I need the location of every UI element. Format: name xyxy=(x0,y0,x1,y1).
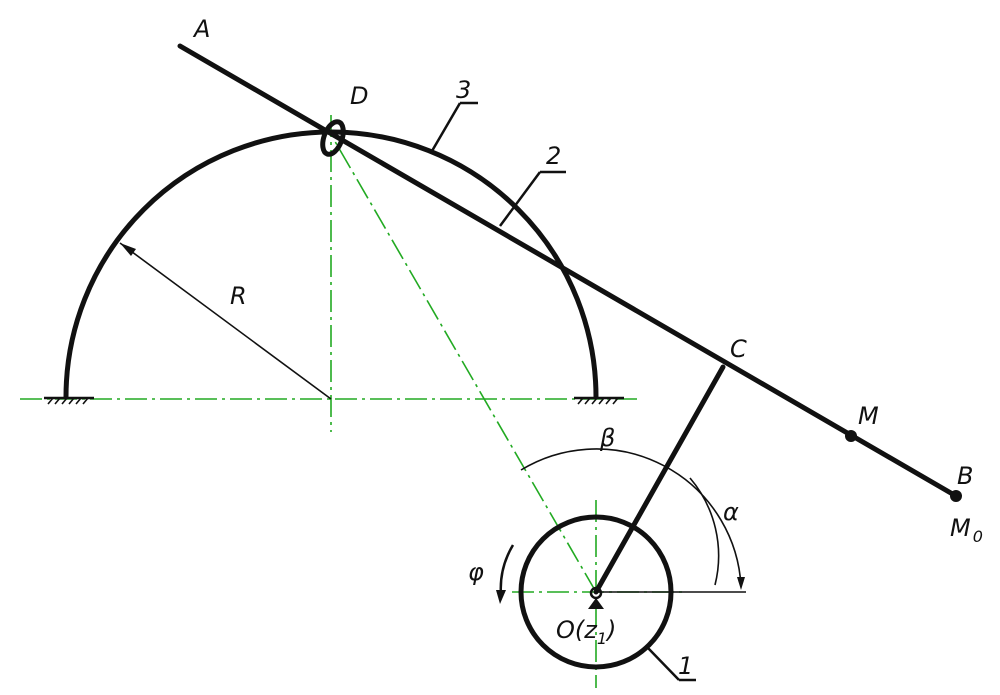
angle-beta-arc xyxy=(520,448,742,587)
label-m0-main: M xyxy=(950,514,971,542)
rotation-phi-arc xyxy=(499,544,515,596)
pivot-o xyxy=(588,586,604,609)
label-beta: β xyxy=(599,424,615,452)
label-1: 1 xyxy=(678,652,693,680)
axis-lines xyxy=(20,115,682,688)
label-o-close: ) xyxy=(605,616,616,644)
label-o-sub: 1 xyxy=(597,629,607,648)
radius-arrowhead xyxy=(120,243,136,256)
angle-alpha-arc xyxy=(689,477,720,586)
radius-line xyxy=(119,242,332,400)
dashed-line-o-to-d xyxy=(332,137,597,593)
ground-support-left xyxy=(44,396,94,405)
label-o-main: O(z xyxy=(556,616,598,644)
label-m0-sub: 0 xyxy=(973,527,983,546)
angle-beta-arrowhead xyxy=(737,577,745,590)
label-2: 2 xyxy=(546,142,561,170)
ring-slider-d xyxy=(320,119,346,157)
label-3: 3 xyxy=(456,76,471,104)
ground-support-right xyxy=(574,396,624,405)
crank-oc xyxy=(593,364,726,595)
label-m: M xyxy=(858,402,879,430)
leader-3 xyxy=(430,101,478,152)
label-o: O(z1) xyxy=(556,616,616,648)
label-alpha: α xyxy=(723,498,739,526)
leader-1 xyxy=(647,647,696,682)
point-m xyxy=(845,430,857,442)
leader-2 xyxy=(498,170,566,227)
rod-ab xyxy=(177,43,959,499)
label-d: D xyxy=(350,82,368,110)
label-r: R xyxy=(230,282,247,310)
label-c: C xyxy=(730,335,747,363)
label-phi: φ xyxy=(468,558,484,586)
rotation-phi-arrowhead xyxy=(496,590,506,604)
label-b: B xyxy=(957,462,973,490)
label-a: A xyxy=(192,15,210,43)
point-b xyxy=(950,490,962,502)
